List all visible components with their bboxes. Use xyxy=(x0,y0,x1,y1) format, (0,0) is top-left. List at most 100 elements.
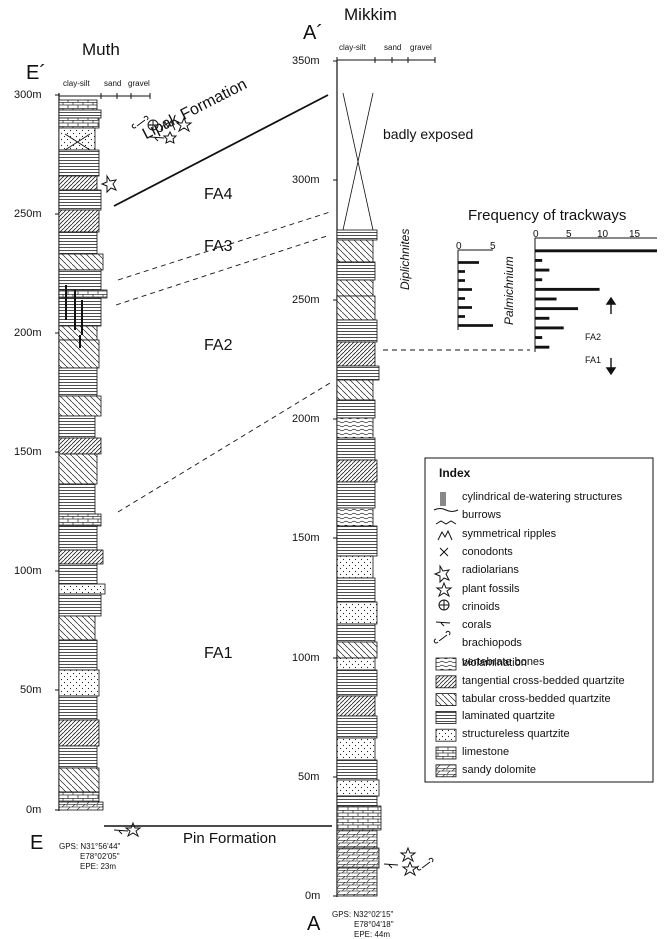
mikkim-lithology-column xyxy=(336,229,382,897)
trackways-title: Frequency of trackways xyxy=(468,207,627,224)
index-item-corals: corals xyxy=(462,619,492,632)
muth-grain-sand: sand xyxy=(104,79,122,88)
muth-gps-line-2: E78°02'05" xyxy=(80,852,120,861)
corals-icon xyxy=(439,600,449,610)
diplichnites-bar xyxy=(458,306,472,309)
mikkim-depth-200: 200m xyxy=(292,413,320,425)
muth-depth-250: 250m xyxy=(14,208,42,220)
pin-formation-label: Pin Formation xyxy=(183,830,277,847)
index-item-brachiopods: brachiopods xyxy=(462,637,522,650)
diplichnites-tick-0: 0 xyxy=(456,241,462,252)
facies-fa4-label: FA4 xyxy=(204,186,233,203)
corals-icon-ring xyxy=(438,599,450,611)
mikkim-grain-sand: sand xyxy=(384,43,402,52)
muth-depth-0: 0m xyxy=(26,804,42,816)
diplichnites-bar xyxy=(458,279,465,282)
index-item-biolamination: biolamination xyxy=(462,657,527,669)
swatch-limestone xyxy=(435,746,457,760)
mikkim-depth-350: 350m xyxy=(292,55,320,67)
mikkim-top-label: A´ xyxy=(303,22,323,44)
index-item-laminated: laminated quartzite xyxy=(462,710,555,723)
badly-exposed-label: badly exposed xyxy=(383,126,474,142)
brachiopods-icon xyxy=(435,621,451,627)
mikkim-depth-50: 50m xyxy=(298,771,320,783)
palmichnium-bar xyxy=(535,297,557,301)
index-title: Index xyxy=(439,466,471,480)
burrows-icon xyxy=(433,508,459,512)
index-item-radiolarians: radiolarians xyxy=(462,564,519,577)
mikkim-grain-gravel: gravel xyxy=(410,43,432,52)
palmichnium-tick-10: 10 xyxy=(597,229,609,240)
conodonts-icon xyxy=(160,119,176,131)
muth-section-name: Muth xyxy=(82,40,120,59)
muth-gps-line-1: GPS: N31°56'44" xyxy=(59,842,121,851)
plant-fossils-icon xyxy=(100,174,118,194)
vertebrate-bones-icon xyxy=(131,115,149,129)
mikkim-grain-clay: clay-silt xyxy=(339,43,366,52)
diplichnites-label: Diplichnites xyxy=(398,228,412,290)
diplichnites-bar xyxy=(458,288,472,291)
swatch-laminated xyxy=(435,711,457,724)
mikkim-depth-100: 100m xyxy=(292,652,320,664)
swatch-structureless xyxy=(435,728,457,742)
palmichnium-histogram xyxy=(534,237,657,352)
mikkim-depth-300: 300m xyxy=(292,174,320,186)
mikkim-gps-line-2: E78°04'18" xyxy=(354,920,394,929)
mikkim-depth-250: 250m xyxy=(292,294,320,306)
palmichnium-tick-15: 15 xyxy=(629,229,641,240)
facies-fa1-label: FA1 xyxy=(204,645,233,662)
mikkim-gps-line-1: GPS: N32°02'15" xyxy=(332,910,394,919)
swatch-dolomite xyxy=(435,764,457,778)
diplichnites-bar xyxy=(458,315,465,318)
fa2-fa1-boundary xyxy=(117,382,331,513)
vertebrate-bones-icon xyxy=(433,630,451,644)
index-item-plant-fossils: plant fossils xyxy=(462,582,520,595)
mikkim-bottom-label: A xyxy=(307,913,321,935)
facies-fa2-label: FA2 xyxy=(204,337,233,354)
palmichnium-bar xyxy=(535,287,600,291)
mikkim-gps-line-3: EPE: 44m xyxy=(354,930,391,939)
ripples-icon xyxy=(435,520,457,525)
mikkim-depth-0: 0m xyxy=(305,890,321,902)
index-item-vertebrate-bones: vertebrate bones xyxy=(462,655,545,668)
index-item-structureless: structureless quartzite xyxy=(462,728,570,741)
palmichnium-bar xyxy=(535,316,550,320)
muth-depth-300: 300m xyxy=(14,89,42,101)
palmichnium-bar xyxy=(535,259,543,262)
fa3-fa2-boundary xyxy=(115,234,331,306)
dewatering-icon xyxy=(440,492,446,506)
muth-grain-clay: clay-silt xyxy=(63,79,90,88)
index-item-conodonts: conodonts xyxy=(462,545,513,558)
fa1-arrow xyxy=(605,358,617,376)
index-box xyxy=(424,457,654,783)
palmichnium-bar xyxy=(535,307,579,311)
index-item-tabular: tabular cross-bedded quartzite xyxy=(462,692,611,705)
diplichnites-bar xyxy=(458,261,479,264)
palmichnium-bar xyxy=(535,249,657,253)
palmichnium-bar xyxy=(535,278,543,282)
lipak-formation-boundary xyxy=(113,94,329,207)
index-item-crinoids: crinoids xyxy=(462,600,500,613)
palmichnium-label: Palmichnium xyxy=(502,256,516,325)
muth-top-fossils xyxy=(100,115,193,194)
muth-grain-gravel: gravel xyxy=(128,79,150,88)
trackway-fa2-label: FA2 xyxy=(585,332,602,342)
index-legend xyxy=(424,457,654,783)
fa4-fa3-boundary xyxy=(117,211,331,281)
muth-bottom-label: E xyxy=(30,832,44,854)
palmichnium-tick-0: 0 xyxy=(533,229,539,240)
muth-lithology-column xyxy=(58,99,108,811)
mikkim-section xyxy=(333,57,436,897)
muth-depth-200: 200m xyxy=(14,327,42,339)
plant-fossils-icon xyxy=(433,564,451,584)
muth-depth-100: 100m xyxy=(14,565,42,577)
radiolarians-icon xyxy=(439,547,449,557)
trackway-fa1-label: FA1 xyxy=(585,355,602,365)
muth-depth-50: 50m xyxy=(20,684,42,696)
muth-top-label: E´ xyxy=(26,62,46,84)
facies-fa3-label: FA3 xyxy=(204,238,233,255)
fa2-arrow xyxy=(605,296,617,314)
diplichnites-bar xyxy=(458,324,493,327)
trackway-frequency-charts xyxy=(457,237,657,376)
